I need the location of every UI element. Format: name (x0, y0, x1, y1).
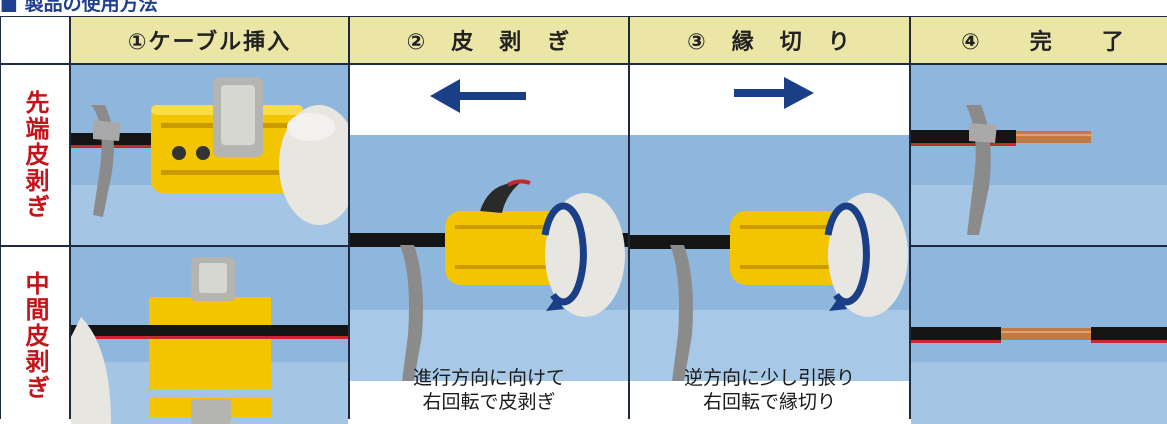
caption-strip: 進行方向に向けて 右回転で皮剥ぎ (350, 366, 628, 414)
caption-cut: 逆方向に少し引張り 右回転で縁切り (630, 366, 909, 414)
photo-insert-tip (71, 65, 348, 245)
section-heading-text: ■ 製品の使用方法 (0, 0, 158, 12)
col-header-cut: ③ 縁 切 り (630, 17, 909, 63)
col-header-insert: ①ケーブル挿入 (71, 17, 348, 63)
section-heading: ■ 製品の使用方法 (0, 0, 158, 16)
usage-table: ①ケーブル挿入 ② 皮 剥 ぎ ③ 縁 切 り ④ 完 了 先端皮剥ぎ (0, 16, 1167, 424)
row-label-tip-text: 先端皮剥ぎ (21, 90, 49, 220)
row-label-mid-text: 中間皮剥ぎ (21, 270, 49, 401)
photo-insert-mid (71, 247, 348, 424)
photo-complete-tip (911, 65, 1167, 245)
col-header-strip: ② 皮 剥 ぎ (350, 17, 628, 63)
caption-cut-line1: 逆方向に少し引張り (683, 367, 855, 389)
step-strip-cell: 進行方向に向けて 右回転で皮剥ぎ (350, 65, 628, 424)
caption-strip-line2: 右回転で皮剥ぎ (422, 391, 556, 413)
row-label-tip: 先端皮剥ぎ (1, 65, 69, 245)
col-header-complete: ④ 完 了 (911, 17, 1167, 63)
row-label-mid: 中間皮剥ぎ (1, 247, 69, 424)
caption-cut-line2: 右回転で縁切り (702, 391, 836, 413)
step-cut-cell: 逆方向に少し引張り 右回転で縁切り (630, 65, 909, 424)
caption-strip-line1: 進行方向に向けて (412, 367, 565, 389)
table-corner (1, 17, 69, 63)
photo-complete-mid (911, 247, 1167, 424)
